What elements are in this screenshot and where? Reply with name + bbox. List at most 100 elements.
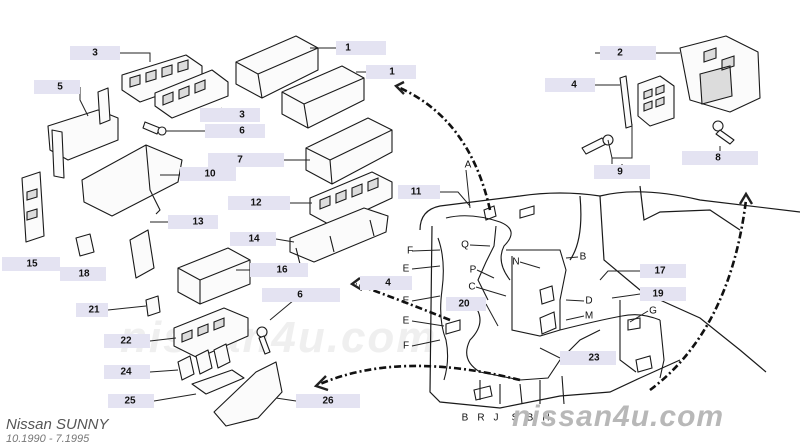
callout-6a: 6 bbox=[205, 124, 265, 138]
svg-text:19: 19 bbox=[652, 289, 664, 300]
callout-6b: 6 bbox=[262, 288, 340, 302]
svg-text:5: 5 bbox=[57, 82, 63, 93]
part-bolt-6b bbox=[256, 326, 271, 355]
callout-24: 24 bbox=[104, 365, 150, 379]
part-bolt-9 bbox=[581, 134, 614, 155]
connector-letter: P bbox=[470, 265, 477, 276]
callout-10: 10 bbox=[180, 167, 236, 181]
connector-letter: G bbox=[649, 306, 657, 317]
callout-3b: 3 bbox=[200, 108, 260, 122]
connector-letter: B bbox=[580, 252, 587, 263]
part-clip-21 bbox=[145, 295, 161, 317]
wiring-harness bbox=[437, 205, 665, 405]
model-caption: Nissan SUNNY bbox=[6, 416, 110, 433]
part-connector-18 bbox=[75, 233, 95, 257]
callout-13: 13 bbox=[168, 215, 218, 229]
svg-text:20: 20 bbox=[458, 299, 470, 310]
date-range-caption: 10.1990 - 7.1995 bbox=[6, 433, 90, 445]
callout-17: 17 bbox=[640, 264, 686, 278]
svg-text:1: 1 bbox=[389, 67, 395, 78]
svg-text:8: 8 bbox=[715, 153, 721, 164]
callout-19: 19 bbox=[640, 287, 686, 301]
svg-text:10: 10 bbox=[204, 169, 216, 180]
callout-25: 25 bbox=[108, 394, 154, 408]
callout-1a: 1 bbox=[336, 41, 386, 55]
part-base-14 bbox=[289, 207, 389, 265]
svg-text:3: 3 bbox=[92, 48, 98, 59]
svg-text:22: 22 bbox=[120, 336, 132, 347]
connector-letter: E bbox=[403, 264, 410, 275]
connector-letter: B bbox=[527, 413, 534, 424]
connector-letter: J bbox=[494, 413, 499, 424]
connector-letter: F bbox=[403, 341, 409, 352]
callout-1b: 1 bbox=[366, 65, 416, 79]
callout-14: 14 bbox=[230, 232, 276, 246]
svg-text:21: 21 bbox=[88, 305, 100, 316]
bracket-9-lines bbox=[607, 124, 633, 164]
callout-9: 9 bbox=[594, 165, 650, 179]
connector-letter: D bbox=[585, 296, 592, 307]
connector-letter: E bbox=[403, 296, 410, 307]
connector-letter: B bbox=[462, 413, 469, 424]
callout-26: 26 bbox=[296, 394, 360, 408]
connector-letter: N bbox=[512, 257, 519, 268]
svg-text:6: 6 bbox=[297, 290, 303, 301]
callout-15: 15 bbox=[2, 257, 60, 271]
svg-text:2: 2 bbox=[617, 48, 623, 59]
part-strip-15 bbox=[21, 171, 45, 243]
callout-22: 22 bbox=[104, 334, 150, 348]
callout-4b: 4 bbox=[360, 276, 412, 290]
svg-text:7: 7 bbox=[237, 155, 243, 166]
part-fuses-24 bbox=[177, 343, 231, 381]
callout-11: 11 bbox=[398, 185, 440, 199]
part-cover-1a bbox=[235, 35, 319, 99]
callout-3a: 3 bbox=[70, 46, 120, 60]
site-watermark: nissan4u.com bbox=[512, 400, 724, 433]
svg-text:4: 4 bbox=[385, 278, 391, 289]
callout-12: 12 bbox=[228, 196, 290, 210]
svg-text:12: 12 bbox=[250, 198, 262, 209]
part-relay-13 bbox=[129, 229, 155, 279]
svg-text:15: 15 bbox=[26, 259, 38, 270]
callout-20: 20 bbox=[446, 297, 486, 311]
connector-letter: E bbox=[403, 316, 410, 327]
part-clip-25 bbox=[191, 369, 245, 395]
svg-text:23: 23 bbox=[588, 353, 600, 364]
callout-7: 7 bbox=[208, 153, 284, 167]
callout-4a: 4 bbox=[545, 78, 595, 92]
connector-letters: A F E E F Q P C N B D M G B R J S B H E bbox=[403, 160, 657, 424]
part-connector-22 bbox=[173, 307, 249, 359]
connector-letter: H bbox=[542, 413, 549, 424]
connector-letter: R bbox=[477, 413, 484, 424]
part-relay-block-3a bbox=[121, 54, 203, 103]
svg-text:18: 18 bbox=[78, 269, 90, 280]
connector-letter: A bbox=[465, 160, 472, 171]
connector-letter: C bbox=[468, 282, 475, 293]
svg-text:16: 16 bbox=[276, 265, 288, 276]
svg-text:11: 11 bbox=[411, 187, 422, 198]
part-bolt-8 bbox=[712, 120, 735, 145]
part-bracket-26 bbox=[213, 361, 283, 427]
part-cover-1b bbox=[281, 65, 365, 129]
connector-letter: S bbox=[512, 413, 519, 424]
part-fuse-holder-9 bbox=[637, 75, 675, 127]
part-relay-block-3b bbox=[154, 69, 229, 119]
svg-text:24: 24 bbox=[120, 367, 132, 378]
part-fuse-block-12 bbox=[309, 171, 393, 227]
svg-text:14: 14 bbox=[248, 234, 260, 245]
svg-text:3: 3 bbox=[239, 110, 245, 121]
watermark-text: nissan4u.com bbox=[120, 313, 437, 362]
callout-2: 2 bbox=[600, 46, 656, 60]
part-junction-box-2 bbox=[679, 35, 761, 113]
callout-16: 16 bbox=[250, 263, 308, 277]
svg-text:25: 25 bbox=[124, 396, 136, 407]
svg-text:26: 26 bbox=[322, 396, 334, 407]
svg-text:1: 1 bbox=[345, 43, 351, 54]
part-bolt-6 bbox=[142, 121, 167, 136]
callout-5: 5 bbox=[34, 80, 80, 94]
callout-23: 23 bbox=[560, 351, 616, 365]
callout-8: 8 bbox=[682, 151, 758, 165]
callout-21: 21 bbox=[76, 303, 108, 317]
connector-letter: F bbox=[407, 246, 413, 257]
